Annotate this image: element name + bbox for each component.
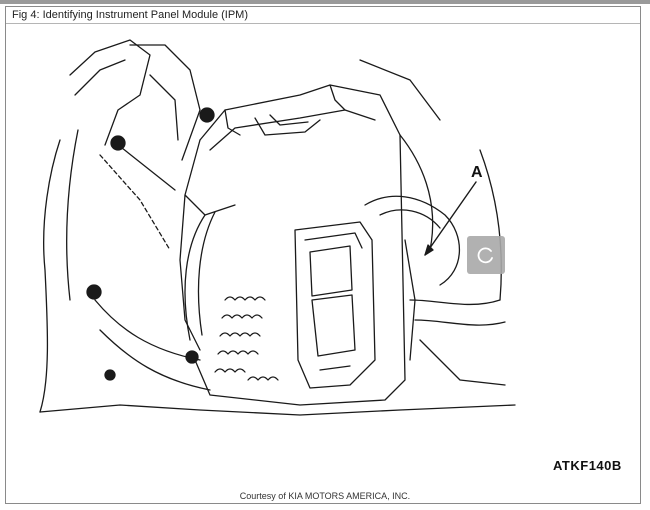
courtesy-note: Courtesy of KIA MOTORS AMERICA, INC.: [239, 491, 411, 501]
window-top-strip: [0, 0, 650, 4]
callout-label-a: A: [471, 164, 483, 181]
rotate-button[interactable]: [467, 236, 505, 274]
rotate-icon: [477, 247, 493, 264]
figure-frame: [5, 6, 641, 504]
figure-caption: Fig 4: Identifying Instrument Panel Modu…: [6, 7, 640, 24]
figure-code: ATKF140B: [553, 458, 622, 473]
